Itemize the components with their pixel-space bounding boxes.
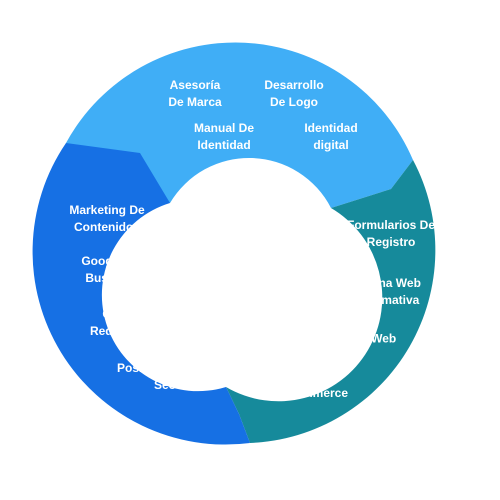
label-line: Catálogos Web (309, 331, 397, 346)
label-line: digital (313, 138, 349, 152)
label-gestion-de-redes-sociales: Gestión De Redes Sociales (90, 306, 178, 340)
label-line: Identidad (304, 121, 358, 135)
label-line: Ecommerce (279, 386, 349, 400)
label-catalogos-web: Catálogos Web (310, 331, 396, 348)
label-formularios-de-registro: Formularios De Registro (347, 217, 435, 251)
segment-web (226, 160, 436, 443)
label-line: Identidad (197, 138, 251, 152)
label-line: De Logo (269, 95, 318, 109)
segment-marketing (32, 143, 250, 445)
label-google-my-business: Google My Business (81, 253, 142, 287)
label-pagina-web-informativa: Página Web Informativa (353, 275, 421, 309)
label-line: Gestión De (102, 307, 166, 321)
label-line: Marketing De (69, 203, 145, 217)
label-line: Contenidos (73, 220, 140, 234)
label-line: Manual De (193, 121, 255, 135)
label-line: Asesoría (169, 78, 221, 92)
label-line: Posicionamiento (116, 361, 214, 375)
label-line: Desarrollo (264, 78, 324, 92)
label-line: Página Web (353, 276, 421, 290)
label-marketing-de-contenidos: Marketing De Contenidos (69, 202, 144, 236)
label-line: Google My (81, 254, 143, 268)
label-desarrollo-de-logo: Desarrollo De Logo (264, 77, 323, 111)
label-line: De Marca (168, 95, 222, 109)
label-line: Tiendas (291, 369, 337, 383)
label-tiendas-ecommerce: Tiendas Ecommerce (280, 368, 348, 402)
segment-branding (66, 42, 413, 208)
label-line: Formularios De (346, 218, 436, 232)
label-line: Business (85, 271, 139, 285)
label-line: Informativa (354, 293, 420, 307)
label-asesoria-de-marca: Asesoría De Marca (168, 77, 221, 111)
label-posicionamiento-seo: Posicionamiento Seo (117, 360, 213, 394)
label-manual-de-identidad: Manual De Identidad (194, 120, 254, 154)
label-identidad-digital: Identidad digital (304, 120, 357, 154)
label-line: Seo (153, 378, 176, 392)
label-line: Redes Sociales (89, 324, 179, 338)
label-line: Registro (366, 235, 416, 249)
